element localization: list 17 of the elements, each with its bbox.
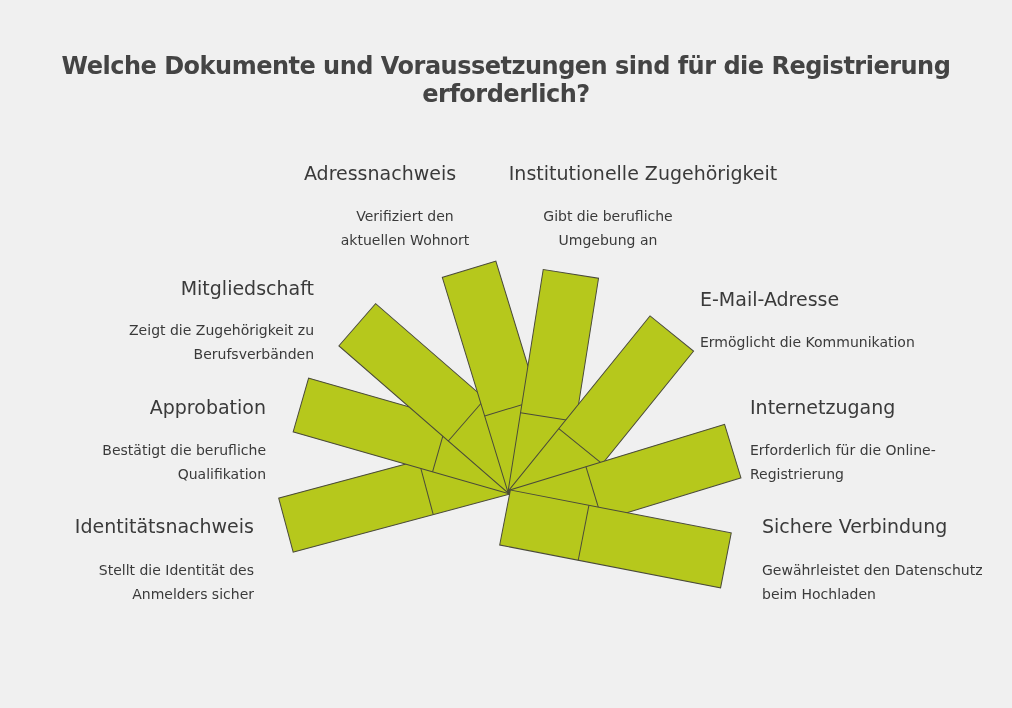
item-heading: Adressnachweis xyxy=(302,162,458,184)
item-description: Gewährleistet den Datenschutz beim Hochladen xyxy=(762,561,984,604)
title: Welche Dokumente und Voraussetzungen sind für die Registrierung erforderlich? xyxy=(60,52,952,108)
item-heading: Institutionelle Zugehörigkeit xyxy=(508,162,778,184)
item-heading: Identitätsnachweis xyxy=(73,515,254,537)
item-description: Bestätigt die berufliche Qualifikation xyxy=(101,441,266,484)
item-description: Erforderlich für die Online-Registrierung xyxy=(750,441,937,484)
item-description: Ermöglicht die Kommunikation xyxy=(700,333,916,352)
item-heading: Sichere Verbindung xyxy=(762,515,949,537)
item-heading: Mitgliedschaft xyxy=(179,277,314,299)
item-heading: Internetzugang xyxy=(750,396,897,418)
item-description: Zeigt die Zugehörigkeit zu Berufsverbänden xyxy=(128,321,314,364)
item-heading: Approbation xyxy=(148,396,266,418)
item-heading: E-Mail-Adresse xyxy=(700,288,841,310)
item-description: Stellt die Identität des Anmelders sicher xyxy=(97,561,254,604)
item-description: Gibt die berufliche Umgebung an xyxy=(542,207,674,250)
item-description: Verifiziert den aktuellen Wohnort xyxy=(339,207,471,250)
